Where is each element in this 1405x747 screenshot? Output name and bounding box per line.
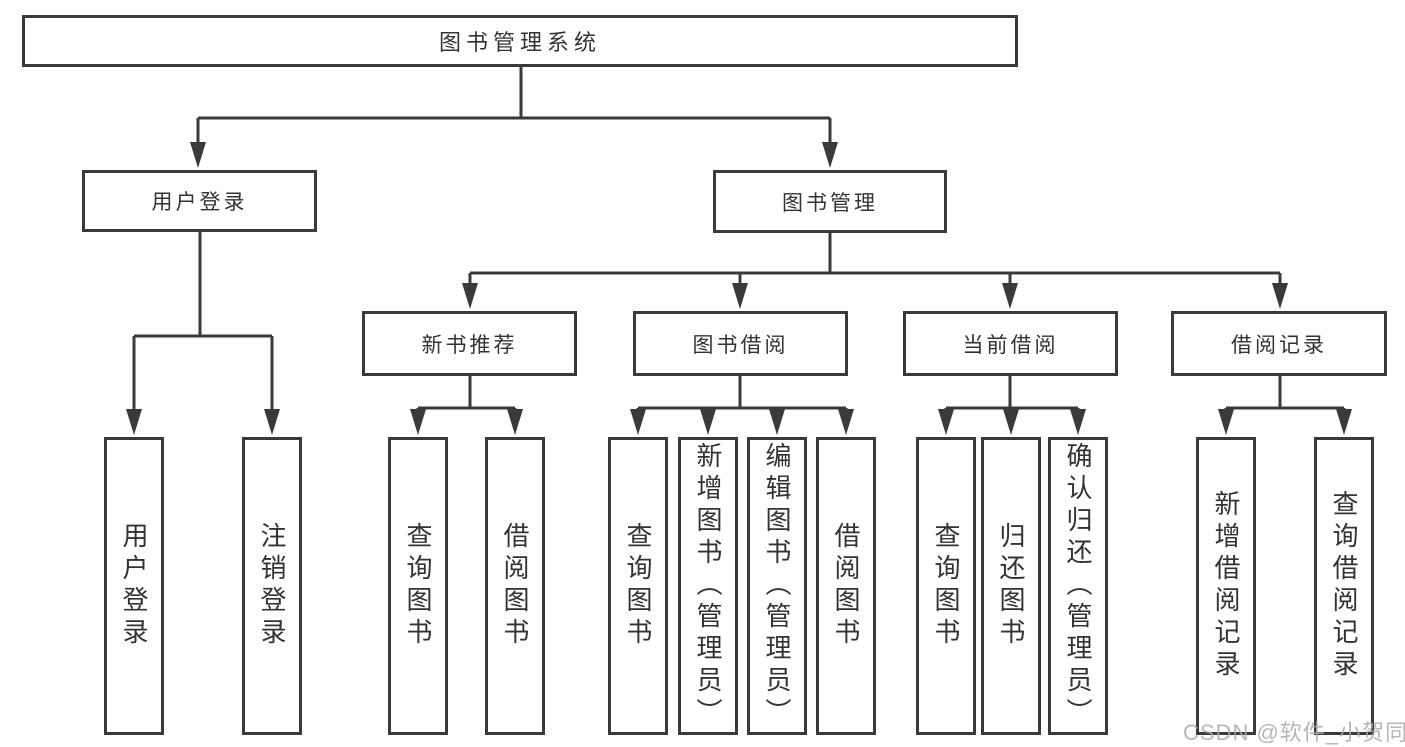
leaf-label: 新增借阅记录 bbox=[1211, 490, 1241, 682]
node-label: 用户登录 bbox=[151, 191, 248, 214]
leaf-borrow-books: 借阅图书 bbox=[816, 437, 876, 735]
csdn-watermark: CSDN @软件_小贺同学 bbox=[1183, 720, 1405, 745]
leaf-query-books-current: 查询图书 bbox=[916, 437, 976, 735]
node-current-borrow: 当前借阅 bbox=[903, 311, 1118, 376]
leaf-label: 编辑图书（管理员） bbox=[762, 442, 792, 730]
leaf-return-book: 归还图书 bbox=[981, 437, 1041, 735]
node-new-book-recommend: 新书推荐 bbox=[362, 311, 577, 376]
node-label: 当前借阅 bbox=[962, 333, 1059, 357]
node-label: 图书借阅 bbox=[692, 333, 789, 357]
leaf-add-book-admin: 新增图书（管理员） bbox=[678, 437, 738, 735]
leaf-borrow-books-recommend: 借阅图书 bbox=[485, 437, 545, 735]
node-borrow-records: 借阅记录 bbox=[1171, 311, 1387, 376]
leaf-label: 新增图书（管理员） bbox=[693, 442, 723, 730]
leaf-query-borrow-record: 查询借阅记录 bbox=[1314, 437, 1374, 735]
node-library-system: 图书管理系统 bbox=[22, 15, 1018, 67]
leaf-label: 确认归还（管理员） bbox=[1063, 442, 1093, 730]
leaf-label: 借阅图书 bbox=[500, 522, 530, 650]
leaf-user-login: 用户登录 bbox=[104, 437, 164, 735]
node-user-login: 用户登录 bbox=[82, 170, 317, 232]
node-label: 图书管理 bbox=[782, 191, 878, 215]
node-book-management: 图书管理 bbox=[713, 170, 947, 233]
leaf-label: 查询图书 bbox=[623, 522, 653, 650]
leaf-confirm-return-admin: 确认归还（管理员） bbox=[1048, 437, 1108, 735]
node-label: 新书推荐 bbox=[421, 333, 518, 357]
node-label: 图书管理系统 bbox=[438, 30, 601, 55]
node-label: 借阅记录 bbox=[1231, 333, 1327, 357]
node-book-borrow: 图书借阅 bbox=[633, 311, 848, 376]
leaf-edit-book-admin: 编辑图书（管理员） bbox=[747, 437, 807, 735]
leaf-query-books-borrow: 查询图书 bbox=[608, 437, 668, 735]
leaf-label: 注销登录 bbox=[257, 522, 287, 650]
leaf-query-books-recommend: 查询图书 bbox=[388, 437, 448, 735]
leaf-label: 查询图书 bbox=[403, 522, 433, 650]
leaf-label: 查询图书 bbox=[931, 522, 961, 650]
leaf-add-borrow-record: 新增借阅记录 bbox=[1196, 437, 1256, 735]
leaf-label: 查询借阅记录 bbox=[1329, 490, 1359, 682]
leaf-logout: 注销登录 bbox=[242, 437, 302, 735]
leaf-label: 借阅图书 bbox=[831, 522, 861, 650]
leaf-label: 归还图书 bbox=[996, 522, 1026, 650]
leaf-label: 用户登录 bbox=[119, 522, 149, 650]
